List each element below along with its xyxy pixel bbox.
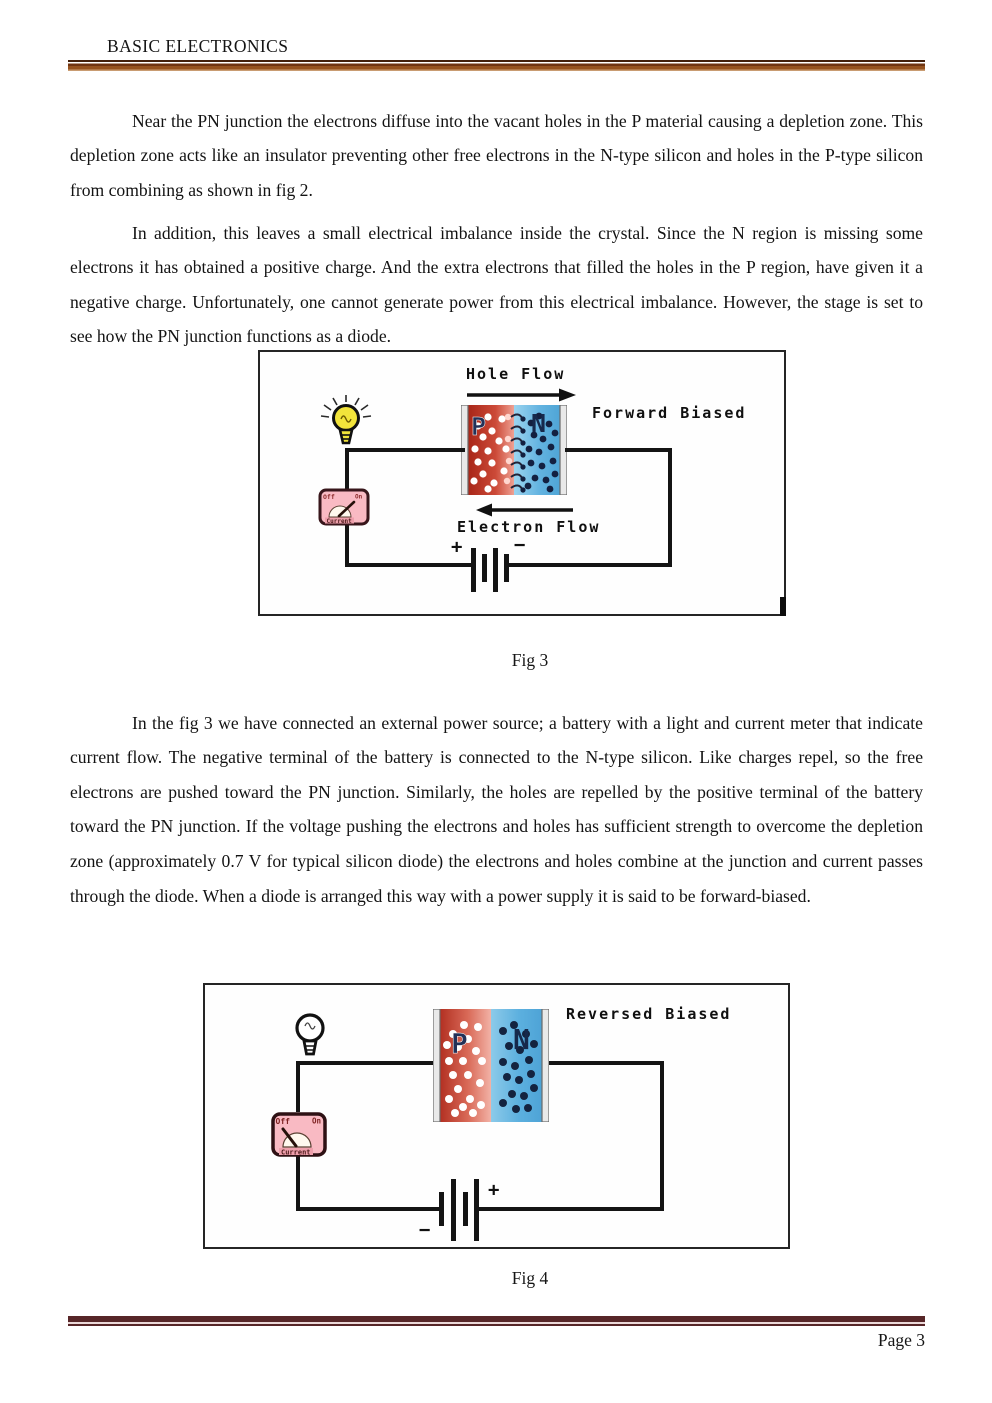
wire-segment bbox=[549, 1061, 664, 1065]
wire-segment bbox=[296, 1061, 433, 1065]
battery-plate bbox=[474, 1179, 479, 1241]
frame-artifact bbox=[780, 597, 786, 616]
electron-flow-label: Electron Flow bbox=[457, 518, 601, 536]
header-divider bbox=[68, 60, 925, 71]
wire-segment bbox=[296, 1156, 300, 1211]
pn-junction-diode: P N bbox=[433, 1009, 549, 1122]
p-region-label: P bbox=[471, 412, 486, 441]
n-region-label: N bbox=[531, 409, 546, 438]
switch-off-label: Off bbox=[276, 1117, 291, 1126]
electron-dots bbox=[499, 1021, 538, 1113]
battery-plus-sign: + bbox=[488, 1179, 500, 1201]
electron-flow-arrow-icon bbox=[476, 503, 573, 517]
battery-plate bbox=[439, 1192, 444, 1226]
electron-dots bbox=[520, 412, 559, 493]
figure-3-forward-biased: Hole Flow Forward Biased bbox=[258, 350, 786, 616]
switch-off-label: Off bbox=[323, 493, 335, 501]
wire-segment bbox=[668, 448, 672, 567]
figure-4-reversed-biased: Reversed Biased bbox=[203, 983, 790, 1249]
hole-flow-arrow-icon bbox=[467, 388, 576, 402]
meter-needle bbox=[281, 1127, 298, 1148]
reversed-biased-label: Reversed Biased bbox=[566, 1005, 732, 1023]
switch-on-label: On bbox=[312, 1117, 321, 1126]
paragraph-1: Near the PN junction the electrons diffu… bbox=[70, 110, 923, 200]
figure-3-caption: Fig 3 bbox=[511, 650, 549, 670]
hole-flow-label: Hole Flow bbox=[466, 365, 566, 383]
wire-segment bbox=[345, 563, 471, 567]
battery-minus-sign: − bbox=[419, 1219, 431, 1241]
pn-junction-diode: P N bbox=[461, 405, 567, 495]
meter-needle bbox=[337, 500, 356, 518]
wire-segment bbox=[660, 1061, 664, 1211]
wire-segment bbox=[296, 1063, 300, 1112]
battery-minus-sign: − bbox=[514, 534, 526, 556]
battery-plate bbox=[493, 548, 498, 592]
paragraph-3: In the fig 3 we have connected an extern… bbox=[70, 712, 923, 906]
footer-divider bbox=[68, 1316, 925, 1326]
battery-plate bbox=[463, 1192, 468, 1226]
wire-segment bbox=[479, 1207, 660, 1211]
light-bulb-on-icon bbox=[320, 395, 372, 445]
p-region-label: P bbox=[451, 1027, 468, 1060]
light-bulb-off-icon bbox=[295, 1013, 325, 1056]
page-number: Page 3 bbox=[877, 1330, 925, 1350]
battery-plate bbox=[504, 554, 509, 582]
forward-biased-label: Forward Biased bbox=[592, 404, 747, 422]
paragraph-2: In addition, this leaves a small electri… bbox=[70, 222, 923, 347]
battery-plus-sign: + bbox=[451, 536, 463, 558]
battery-plate bbox=[471, 548, 476, 592]
battery-plate bbox=[482, 554, 487, 582]
switch-on-label: On bbox=[355, 494, 363, 501]
battery-plate bbox=[451, 1179, 456, 1241]
wire-segment bbox=[345, 524, 349, 567]
hole-dots bbox=[470, 413, 510, 493]
hole-dots bbox=[443, 1021, 486, 1117]
bulb-rays bbox=[320, 395, 372, 418]
switch-current-label: Current bbox=[327, 518, 353, 525]
page-title: BASIC ELECTRONICS bbox=[107, 36, 289, 56]
current-meter-switch-off: Off On Current bbox=[271, 1112, 327, 1157]
figure-4-caption: Fig 4 bbox=[511, 1268, 549, 1288]
hole-dots-faint bbox=[503, 413, 513, 485]
wire-segment bbox=[296, 1207, 439, 1211]
switch-current-label: Current bbox=[281, 1149, 311, 1157]
n-region-label: N bbox=[513, 1023, 530, 1056]
wire-segment bbox=[345, 450, 349, 490]
wire-segment bbox=[565, 448, 672, 452]
wire-segment bbox=[508, 563, 672, 567]
wire-segment bbox=[345, 448, 465, 452]
current-meter-switch-on: Off On Current bbox=[318, 488, 370, 526]
